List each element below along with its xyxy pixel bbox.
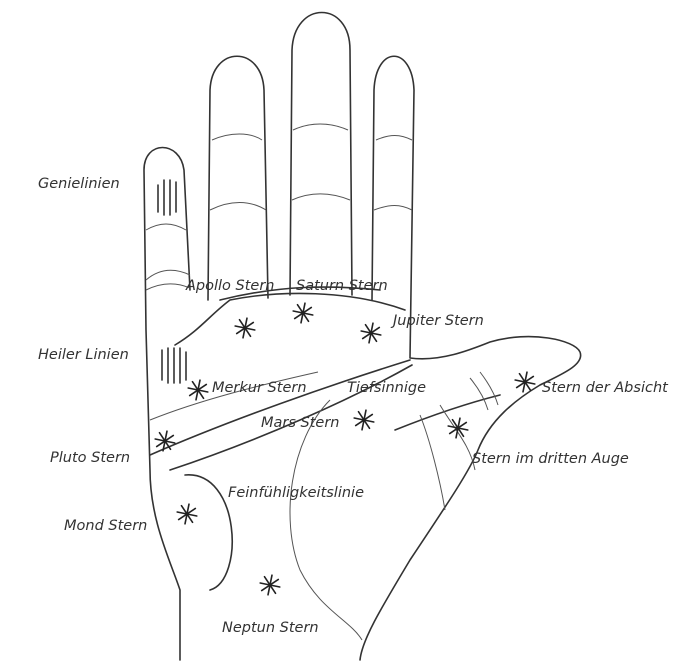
star-icon-absicht	[514, 371, 536, 393]
label-genielinien: Genielinien	[38, 176, 120, 192]
label-stern-der-absicht: Stern der Absicht	[542, 380, 669, 396]
star-icon-saturn	[292, 302, 314, 324]
star-icon-drittes-auge	[447, 417, 469, 439]
label-mars-stern: Mars Stern	[261, 415, 339, 431]
life-line	[149, 371, 499, 641]
hand-outline	[143, 11, 582, 661]
star-icon-merkur	[187, 379, 209, 401]
label-heiler-linien: Heiler Linien	[38, 347, 129, 363]
label-apollo-stern: Apollo Stern	[185, 278, 275, 294]
label-feinfuehligkeitslinie: Feinfühligkeitslinie	[228, 485, 364, 501]
finger-creases	[145, 123, 413, 291]
star-icon-jupiter	[360, 322, 382, 344]
label-stern-im-dritten-auge: Stern im dritten Auge	[472, 451, 629, 467]
label-saturn-stern: Saturn Stern	[296, 278, 388, 294]
label-jupiter-stern: Jupiter Stern	[390, 313, 484, 329]
genie-lines	[157, 179, 177, 216]
star-icon-mars	[353, 409, 375, 431]
label-merkur-stern: Merkur Stern	[212, 380, 307, 396]
label-pluto-stern: Pluto Stern	[50, 450, 130, 466]
star-icon-pluto	[154, 430, 176, 452]
star-icon-apollo	[234, 317, 256, 339]
palm-lines	[149, 286, 501, 591]
healer-lines	[161, 347, 187, 384]
label-neptun-stern: Neptun Stern	[222, 620, 319, 636]
star-icon-neptun	[259, 574, 281, 596]
label-mond-stern: Mond Stern	[64, 518, 147, 534]
label-tiefsinnige: Tiefsinnige	[347, 380, 426, 396]
star-icon-mond	[176, 503, 198, 525]
